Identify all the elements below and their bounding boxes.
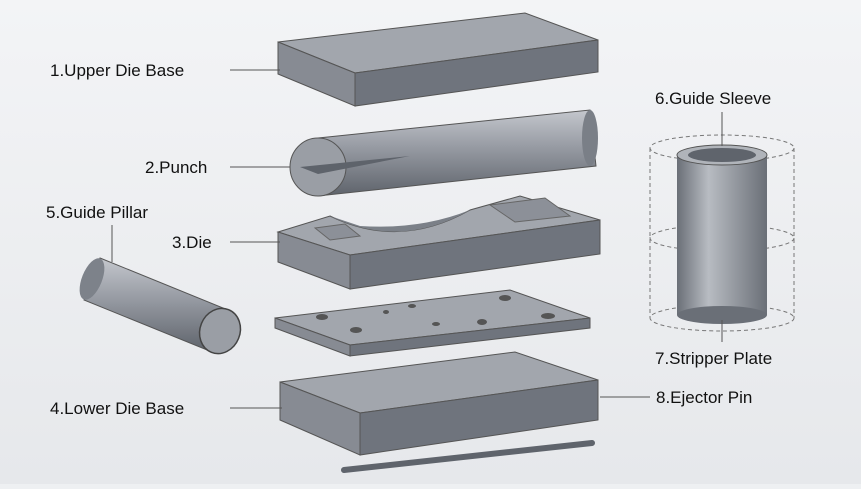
lower-die-base	[279, 351, 599, 456]
upper-die-base	[277, 12, 599, 107]
label-upper-die-base: 1.Upper Die Base	[50, 61, 184, 80]
leader-lines	[111, 69, 723, 409]
label-guide-pillar: 5.Guide Pillar	[46, 203, 148, 222]
label-die: 3.Die	[172, 233, 212, 252]
label-punch: 2.Punch	[145, 158, 207, 177]
guide-pillar	[79, 257, 242, 355]
stripper-plate	[274, 289, 591, 357]
label-ejector-pin: 8.Ejector Pin	[656, 388, 752, 407]
ejector-pin	[341, 440, 595, 473]
label-guide-sleeve: 6.Guide Sleeve	[655, 89, 771, 108]
guide-sleeve	[649, 134, 795, 332]
punch	[289, 109, 598, 197]
label-lower-die-base: 4.Lower Die Base	[50, 399, 184, 418]
label-stripper-plate: 7.Stripper Plate	[655, 349, 772, 368]
die	[276, 195, 601, 290]
